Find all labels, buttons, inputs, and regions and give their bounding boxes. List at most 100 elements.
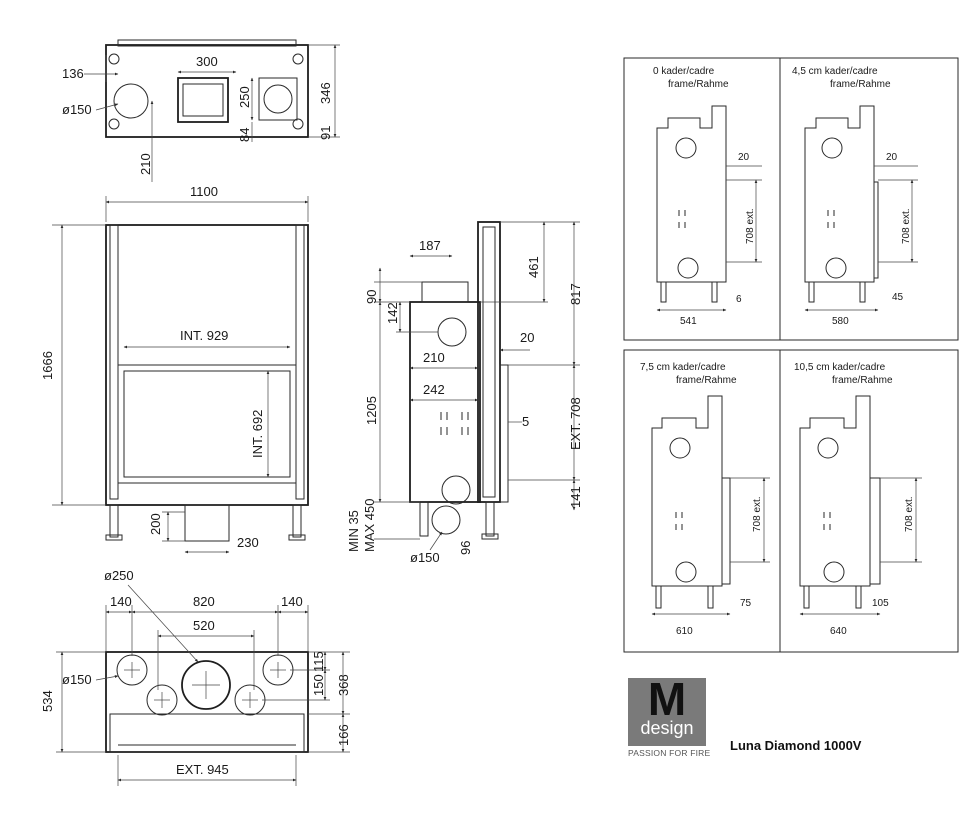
panel-0-stove	[656, 105, 727, 283]
side-leg	[419, 501, 429, 537]
dim-1666: 1666	[40, 351, 55, 380]
panel-3-label-b: frame/Rahme	[832, 375, 893, 386]
side-view: 187 461 817 EXT. 708 141 20 5 90 142 210…	[346, 221, 583, 565]
dim-136: 136	[62, 66, 84, 81]
frame-panels: 0 kader/cadre frame/Rahme 20 708 ext. 6 …	[623, 57, 959, 653]
panel-1-dim-708: 708 ext.	[901, 208, 912, 244]
dim-ext708: EXT. 708	[568, 397, 583, 450]
dim-1100: 1100	[190, 184, 218, 199]
top-view-outline	[105, 44, 309, 138]
dim-187: 187	[419, 238, 441, 253]
top-view: 300 250 84 346 91 136 ø150 210	[62, 39, 340, 182]
front-leg	[109, 504, 119, 538]
dim-820: 820	[193, 594, 215, 609]
dim-520: 520	[193, 618, 215, 633]
bolt-icon	[108, 53, 120, 65]
panel-10-5cm: 10,5 cm kader/cadre frame/Rahme 708 ext.…	[794, 362, 922, 637]
bottom-lower	[109, 713, 305, 753]
dim-534: 534	[40, 690, 55, 712]
dim-461: 461	[526, 256, 541, 278]
dim-210: 210	[138, 153, 153, 175]
panel-0-dim-20: 20	[738, 152, 750, 163]
bolt-icon	[292, 53, 304, 65]
dim-dia150-bottom: ø150	[62, 672, 92, 687]
dim-dia250: ø250	[104, 568, 134, 583]
panel-row-bottom	[623, 349, 959, 653]
dim-84: 84	[237, 128, 252, 142]
front-foot	[105, 534, 123, 541]
dim-242: 242	[423, 382, 445, 397]
panel-2-label-a: 7,5 cm kader/cadre	[640, 362, 726, 373]
dim-115: 115	[311, 651, 326, 672]
glass-opening	[117, 364, 297, 484]
dim-91: 91	[318, 126, 333, 140]
panel-row-top	[623, 57, 959, 341]
logo-word: design	[640, 718, 694, 738]
square-outlet-inner	[182, 83, 224, 117]
side-top-circle	[437, 317, 467, 347]
dim-200: 200	[148, 513, 163, 535]
dim-140-left: 140	[110, 594, 132, 609]
front-foot	[288, 534, 306, 541]
front-left-post	[109, 224, 119, 500]
panel-2-label-b: frame/Rahme	[676, 375, 737, 386]
dim-817: 817	[568, 283, 583, 305]
dim-90: 90	[364, 290, 379, 304]
dim-150: 150	[311, 674, 326, 696]
bottom-pipe-lower-left	[146, 684, 178, 716]
dim-min35: MIN 35	[346, 510, 361, 552]
dim-96: 96	[458, 541, 473, 555]
panel-1-dim-side: 45	[892, 292, 904, 303]
dim-141: 141	[568, 486, 583, 508]
dim-346: 346	[318, 82, 333, 104]
panel-0-dim-side: 6	[736, 294, 742, 305]
panel-7-5cm: 7,5 cm kader/cadre frame/Rahme 708 ext. …	[640, 362, 770, 637]
brand-logo: M design	[628, 673, 706, 746]
dim-230: 230	[237, 535, 259, 550]
bottom-main-flue	[181, 660, 231, 710]
panel-0-dim-708: 708 ext.	[745, 208, 756, 244]
front-ash-box	[184, 504, 230, 542]
dim-300: 300	[196, 54, 218, 69]
panel-3-label-a: 10,5 cm kader/cadre	[794, 362, 886, 373]
square-outlet	[177, 77, 229, 123]
dim-1205: 1205	[364, 396, 379, 425]
air-inlet-circle	[263, 84, 293, 114]
side-air-inlet	[431, 505, 461, 535]
panel-4-5cm: 4,5 cm kader/cadre frame/Rahme 20 708 ex…	[792, 66, 918, 327]
panel-1-label-a: 4,5 cm kader/cadre	[792, 66, 878, 77]
panel-2-dim-708: 708 ext.	[752, 496, 763, 532]
dim-210b: 210	[423, 350, 445, 365]
dim-ext945: EXT. 945	[176, 762, 229, 777]
panel-3-dim-width: 640	[830, 626, 847, 637]
dim-dia150: ø150	[62, 102, 92, 117]
side-bottom-circle	[441, 475, 471, 505]
logo-tagline: PASSION FOR FIRE	[628, 748, 711, 758]
panel-2-dim-width: 610	[676, 626, 693, 637]
dim-5: 5	[522, 414, 529, 429]
panel-0cm: 0 kader/cadre frame/Rahme 20 708 ext. 6 …	[653, 66, 762, 327]
front-view: 1100 INT. 929 INT. 692 1666 200 230	[40, 184, 309, 554]
dim-368: 368	[336, 674, 351, 696]
side-leg	[485, 501, 495, 537]
flue-pipe-circle	[113, 83, 149, 119]
panel-2-stove	[651, 395, 723, 587]
dim-20: 20	[520, 330, 534, 345]
side-foot	[481, 533, 499, 540]
panel-0-label-b: frame/Rahme	[668, 79, 729, 90]
front-right-post	[295, 224, 305, 500]
bottom-view: ø250 140 820 140 520 534 ø150 115 150 36…	[40, 568, 351, 786]
logo-letter: M	[647, 673, 687, 725]
dim-max450: MAX 450	[362, 499, 377, 552]
side-glass	[499, 364, 509, 503]
glass-inner	[123, 370, 291, 478]
dim-int929: INT. 929	[180, 328, 228, 343]
air-inlet	[258, 77, 298, 121]
product-name: Luna Diamond 1000V	[730, 738, 862, 753]
bolt-icon	[292, 118, 304, 130]
side-top-collar	[421, 281, 469, 303]
panel-3-stove	[799, 395, 871, 587]
panel-1-dim-width: 580	[832, 316, 849, 327]
